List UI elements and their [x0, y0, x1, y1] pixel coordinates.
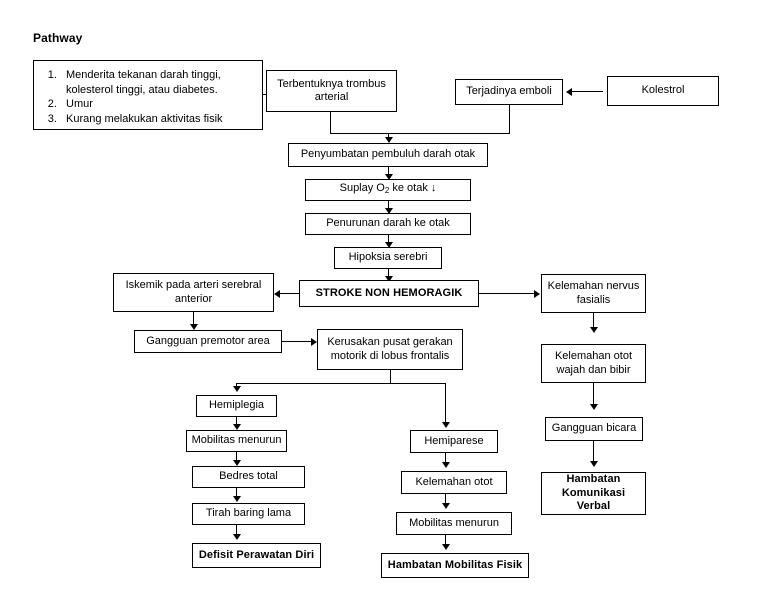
- connector-kolestrol-emboli: [568, 91, 603, 93]
- arrowhead-tirah: [233, 496, 241, 502]
- connector-premotor-kerusakan: [282, 341, 314, 343]
- connector-tirah-defisit: [236, 525, 238, 536]
- connector-stroke-iskemik: [277, 293, 300, 295]
- node-suplay-o2: Suplay O2 ke otak ↓: [305, 179, 471, 201]
- node-kolestrol: Kolestrol: [607, 76, 719, 106]
- node-kelemahan-otot-wajah: Kelemahan otot wajah dan bibir: [541, 344, 646, 383]
- connector-hemiplegia-mobilitas: [236, 417, 238, 426]
- node-mobilitas-menurun-mid: Mobilitas menurun: [396, 512, 512, 535]
- node-hipoksia: Hipoksia serebri: [334, 247, 442, 269]
- arrowhead-nervus: [534, 289, 540, 298]
- node-trombus: Terbentuknya trombus arterial: [266, 70, 397, 112]
- node-stroke: STROKE NON HEMORAGIK: [299, 280, 479, 307]
- connector-merge-bus: [330, 133, 510, 135]
- page-title: Pathway: [33, 31, 83, 45]
- arrowhead-hipoksia: [385, 242, 393, 248]
- connector-emboli-down: [509, 105, 511, 134]
- connector-kelemahan-mobilitas: [445, 494, 447, 505]
- arrowhead-ototwajah: [590, 327, 598, 333]
- arrowhead-stroke: [385, 276, 393, 282]
- connector-bedres-tirah: [236, 488, 238, 498]
- node-hambatan-mobilitas: Hambatan Mobilitas Fisik: [381, 553, 529, 578]
- node-hemiparese: Hemiparese: [410, 430, 498, 453]
- node-hemiplegia: Hemiplegia: [196, 395, 277, 417]
- suplay-o2-text: Suplay O2 ke otak ↓: [339, 182, 437, 196]
- connector-kerusakan-down: [390, 370, 392, 384]
- arrowhead-bedres: [233, 460, 241, 466]
- arrowhead-hemiparese: [442, 422, 450, 428]
- node-bedres-total: Bedres total: [192, 466, 305, 488]
- connector-merge-stem: [388, 133, 390, 140]
- node-defisit-perawatan: Defisit Perawatan Diri: [192, 543, 321, 568]
- arrowhead-defisit: [233, 534, 241, 540]
- arrowhead-mobilitas-mid: [442, 503, 450, 509]
- connector-hipoksia-stroke: [388, 269, 390, 278]
- arrowhead-iskemik: [274, 289, 280, 298]
- connector-penurunan-hipoksia: [388, 235, 390, 244]
- connector-mobilitas-hambatan: [445, 535, 447, 546]
- node-kerusakan-pusat: Kerusakan pusat gerakan motorik di lobus…: [317, 329, 463, 370]
- connector-suplay-penurunan: [388, 201, 390, 210]
- connector-iskemik-premotor: [193, 312, 195, 326]
- node-iskemik: Iskemik pada arteri serebral anterior: [113, 273, 274, 312]
- node-emboli: Terjadinya emboli: [455, 79, 563, 105]
- connector-hemiparese-kelemahan: [445, 453, 447, 464]
- node-gangguan-bicara: Gangguan bicara: [545, 417, 643, 441]
- arrowhead-mobilitas-left: [233, 424, 241, 430]
- arrowhead-premotor: [190, 324, 198, 330]
- node-tirah-baring: Tirah baring lama: [192, 503, 305, 525]
- connector-branch-right-stem: [445, 383, 447, 424]
- arrowhead-hemiplegia: [233, 386, 241, 392]
- connector-mobilitas-bedres: [236, 452, 238, 462]
- arrowhead-kelemahan-otot: [442, 462, 450, 468]
- node-penurunan-darah: Penurunan darah ke otak: [305, 213, 471, 235]
- node-hambatan-komunikasi: Hambatan Komunikasi Verbal: [541, 472, 646, 515]
- node-kelemahan-nervus: Kelemahan nervus fasialis: [541, 274, 646, 313]
- node-gangguan-premotor: Gangguan premotor area: [134, 330, 282, 353]
- connector-stroke-nervus: [479, 293, 538, 295]
- risk-factor-item: Kurang melakukan aktivitas fisik: [60, 112, 254, 127]
- arrowhead-kolestrol-emboli: [566, 87, 572, 96]
- node-risk-factors: Menderita tekanan darah tinggi, kolester…: [33, 60, 263, 130]
- connector-trombus-down: [330, 112, 332, 134]
- arrowhead-penurunan: [385, 208, 393, 214]
- connector-bicara-hambatan: [593, 441, 595, 463]
- connector-penyumbatan-suplay: [388, 167, 390, 176]
- node-penyumbatan: Penyumbatan pembuluh darah otak: [288, 143, 488, 167]
- arrowhead-bicara: [590, 404, 598, 410]
- arrowhead-penyumbatan: [385, 137, 393, 143]
- node-mobilitas-menurun-left: Mobilitas menurun: [186, 430, 287, 452]
- risk-factor-item: Menderita tekanan darah tinggi, kolester…: [60, 68, 254, 97]
- arrowhead-hambatan-mobilitas: [442, 544, 450, 550]
- arrowhead-suplay: [385, 174, 393, 180]
- connector-ototwajah-bicara: [593, 383, 595, 406]
- arrowhead-hambatan-komunikasi: [590, 461, 598, 467]
- risk-factor-item: Umur: [60, 97, 254, 112]
- node-kelemahan-otot: Kelemahan otot: [401, 471, 507, 494]
- risk-factor-list: Menderita tekanan darah tinggi, kolester…: [40, 68, 254, 126]
- connector-kerusakan-bus: [236, 383, 446, 385]
- connector-nervus-ototwajah: [593, 313, 595, 329]
- arrowhead-kerusakan: [311, 337, 317, 346]
